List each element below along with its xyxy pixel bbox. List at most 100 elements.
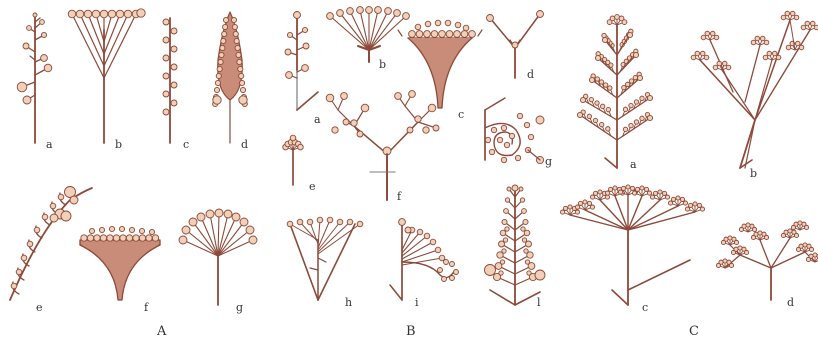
flower-bud: [215, 209, 223, 217]
flower-bud: [133, 235, 139, 241]
flower-bud: [235, 45, 240, 50]
flower-bud: [27, 26, 32, 31]
label-A-a: a: [46, 138, 53, 151]
flower-bud: [417, 229, 423, 235]
flower-bud: [407, 127, 413, 133]
flower-bud: [297, 219, 303, 225]
flower-bud: [107, 235, 113, 241]
flower-bud: [237, 59, 242, 64]
flower-bud: [764, 40, 769, 45]
flower-bud: [287, 32, 292, 37]
flower-bud: [287, 221, 293, 227]
flower-bud: [583, 200, 587, 204]
flower-bud: [537, 11, 544, 18]
flower-bud: [623, 127, 627, 131]
flower-bud: [606, 127, 610, 131]
A-c-spike: [163, 18, 177, 143]
flower-bud: [317, 217, 323, 223]
flower-bud: [137, 9, 145, 17]
flower-bud: [341, 93, 348, 100]
inflorescence-drawings: [10, 7, 818, 305]
flower-bud: [357, 131, 363, 137]
flower-bud: [450, 276, 455, 281]
flower-bud: [598, 190, 602, 194]
flower-bud: [92, 10, 100, 18]
flower-bud: [485, 265, 496, 276]
flower-bud: [751, 40, 756, 45]
flower-bud: [438, 268, 443, 273]
flower-bud: [423, 127, 429, 133]
label-B-f: f: [397, 190, 402, 203]
flower-bud: [327, 13, 334, 20]
flower-bud: [676, 196, 680, 200]
flower-bud: [223, 17, 228, 22]
flower-bud: [100, 10, 108, 18]
stem-line: [369, 11, 388, 50]
flower-bud: [522, 238, 526, 242]
flower-bud: [593, 191, 597, 195]
flower-bud: [81, 235, 87, 241]
flower-bud: [705, 31, 710, 36]
flower-bud: [409, 91, 416, 98]
flower-bud: [399, 219, 406, 226]
stem-line: [318, 224, 360, 254]
flower-bud: [512, 185, 518, 191]
flower-bud: [146, 235, 152, 241]
flower-bud: [163, 37, 169, 43]
flower-bud: [249, 236, 257, 244]
flower-bud: [40, 20, 45, 25]
flower-bud: [599, 80, 603, 84]
flower-bud: [221, 38, 226, 43]
B-g-scorpioid: [485, 98, 544, 164]
B-d-cyme: [487, 11, 544, 79]
flower-bud: [285, 49, 291, 55]
label-B-g: g: [545, 155, 552, 168]
flower-bud: [524, 249, 528, 253]
flower-bud: [809, 247, 813, 251]
flower-bud: [595, 55, 600, 60]
C-c-umbel: [560, 185, 704, 305]
flower-bud: [461, 31, 468, 38]
flower-bud: [232, 213, 240, 221]
flower-bud: [630, 186, 634, 190]
stem-line: [330, 16, 369, 50]
flower-bud: [520, 198, 524, 202]
flower-bud: [600, 104, 604, 108]
flower-bud: [680, 197, 684, 201]
stem-line: [218, 213, 219, 256]
flower-bud: [794, 233, 798, 237]
stem-line: [628, 260, 690, 290]
flower-bud: [357, 7, 364, 14]
flower-bud: [505, 227, 509, 231]
flower-bud: [525, 260, 529, 264]
flower-bud: [535, 270, 545, 280]
flower-bud: [647, 95, 652, 100]
flower-bud: [647, 191, 651, 195]
flower-bud: [801, 25, 806, 30]
label-C-d: d: [787, 296, 794, 309]
flower-bud: [357, 221, 363, 227]
label-A-c: c: [183, 138, 189, 151]
flower-bud: [507, 187, 511, 191]
flower-bud: [234, 38, 239, 43]
flower-bud: [644, 187, 648, 191]
flower-bud: [163, 55, 169, 61]
flower-bud: [603, 83, 607, 87]
flower-bud: [129, 227, 134, 232]
flower-bud: [527, 271, 531, 275]
flower-bud: [637, 75, 642, 80]
flower-bud: [171, 82, 177, 88]
flower-bud: [124, 10, 132, 18]
peduncle: [80, 245, 160, 300]
B-e-glomerule: [283, 135, 304, 185]
flower-bud: [500, 230, 506, 236]
flower-bud: [700, 207, 704, 211]
flower-bud: [795, 41, 800, 46]
flower-bud: [424, 31, 431, 38]
flower-bud: [189, 218, 197, 226]
flower-bud: [445, 20, 451, 26]
stem-line: [600, 200, 628, 230]
flower-bud: [163, 91, 169, 97]
flower-bud: [755, 36, 760, 41]
